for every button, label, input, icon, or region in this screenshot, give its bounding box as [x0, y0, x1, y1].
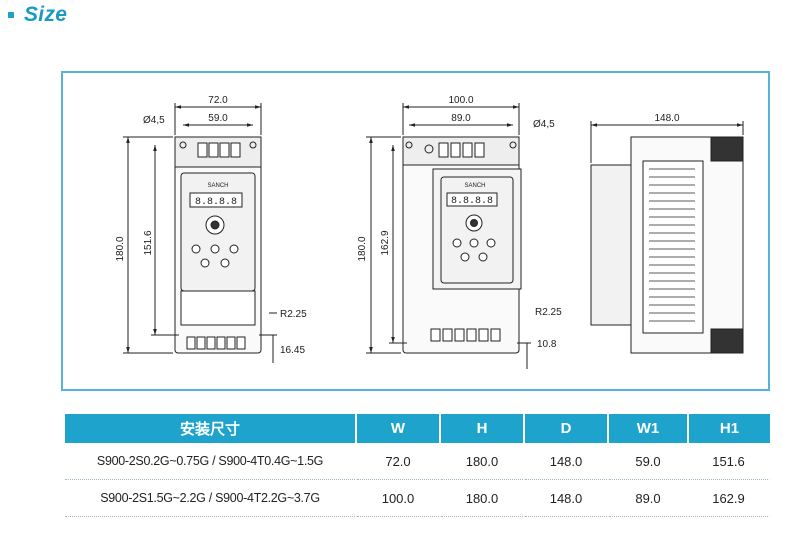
dim-radius-small: R2.25 — [280, 309, 307, 320]
header-model: 安装尺寸 — [65, 414, 357, 443]
dim-height-large: 180.0 — [357, 236, 368, 261]
dimensions-table: 安装尺寸 W H D W1 H1 S900-2S0.2G~0.75G / S90… — [65, 414, 770, 517]
dim-bottom-large: 10.8 — [537, 339, 557, 350]
cell-h: 180.0 — [441, 480, 525, 517]
dim-hole-dia-large: Ø4,5 — [533, 119, 555, 130]
front-view-small — [123, 103, 277, 363]
brand-logo-small: SANCH — [207, 183, 228, 189]
cell-w: 72.0 — [357, 443, 441, 480]
cell-d: 148.0 — [525, 443, 609, 480]
dim-hole-height-small: 151.6 — [143, 230, 154, 255]
dim-width-small: 72.0 — [208, 95, 228, 106]
cell-w: 100.0 — [357, 480, 441, 517]
header-w: W — [357, 414, 441, 443]
front-view-large — [366, 103, 531, 369]
cell-w1: 89.0 — [609, 480, 689, 517]
dimension-drawing-frame: 72.0 59.0 Ø4,5 180.0 151.6 R2.25 16.45 S… — [61, 71, 770, 391]
table-row: S900-2S1.5G~2.2G / S900-4T2.2G~3.7G 100.… — [65, 480, 770, 517]
header-w1: W1 — [609, 414, 689, 443]
dim-hole-dia-small: Ø4,5 — [143, 115, 165, 126]
dim-hole-width-large: 89.0 — [451, 113, 471, 124]
square-bullet-icon — [8, 12, 14, 18]
header-h: H — [441, 414, 525, 443]
table-header-row: 安装尺寸 W H D W1 H1 — [65, 414, 770, 443]
dim-width-large: 100.0 — [448, 95, 473, 106]
cell-d: 148.0 — [525, 480, 609, 517]
header-h1: H1 — [689, 414, 770, 443]
header-d: D — [525, 414, 609, 443]
brand-logo-large: SANCH — [464, 183, 485, 189]
side-view — [590, 121, 744, 354]
section-header: Size — [8, 2, 67, 28]
dim-height-small: 180.0 — [115, 236, 126, 261]
cell-w1: 59.0 — [609, 443, 689, 480]
dim-hole-width-small: 59.0 — [208, 113, 228, 124]
display-large: 8.8.8.8 — [451, 196, 493, 207]
cell-h: 180.0 — [441, 443, 525, 480]
dimension-drawing: 72.0 59.0 Ø4,5 180.0 151.6 R2.25 16.45 S… — [115, 95, 744, 369]
page-title: Size — [24, 3, 68, 26]
cell-model: S900-2S0.2G~0.75G / S900-4T0.4G~1.5G — [65, 443, 357, 480]
cell-model: S900-2S1.5G~2.2G / S900-4T2.2G~3.7G — [65, 480, 357, 517]
dim-bottom-small: 16.45 — [280, 345, 305, 356]
cell-h1: 162.9 — [689, 480, 770, 517]
display-small: 8.8.8.8 — [195, 197, 237, 208]
dim-depth: 148.0 — [654, 113, 679, 124]
dim-radius-large: R2.25 — [535, 307, 562, 318]
cell-h1: 151.6 — [689, 443, 770, 480]
table-row: S900-2S0.2G~0.75G / S900-4T0.4G~1.5G 72.… — [65, 443, 770, 480]
dim-hole-height-large: 162.9 — [380, 230, 391, 255]
